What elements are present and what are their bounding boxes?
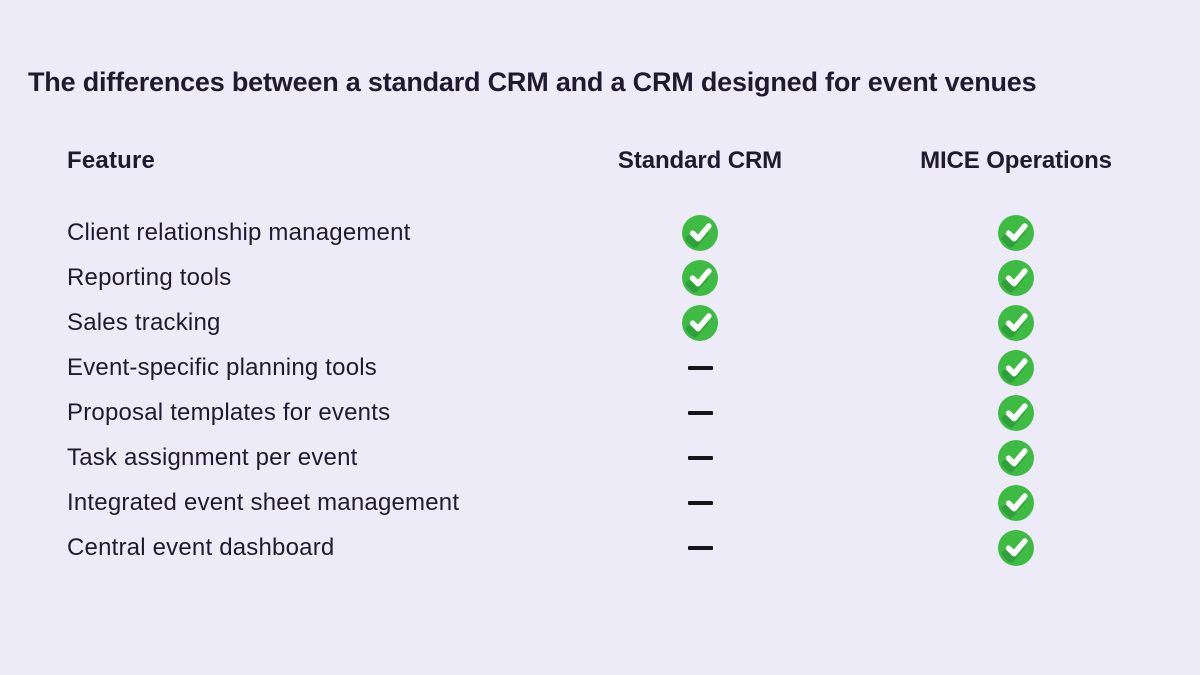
table-row: Event-specific planning tools: [67, 345, 1116, 390]
standard-crm-cell: [600, 500, 800, 505]
mice-operations-cell: [916, 304, 1116, 341]
feature-label: Event-specific planning tools: [67, 353, 377, 381]
feature-label: Client relationship management: [67, 218, 411, 246]
feature-label: Proposal templates for events: [67, 398, 391, 426]
check-circle-icon: [682, 304, 718, 341]
mice-operations-cell: [916, 259, 1116, 296]
dash-icon: [687, 545, 713, 550]
check-circle-icon: [998, 439, 1034, 476]
check-circle-icon: [998, 529, 1034, 566]
feature-label: Integrated event sheet management: [67, 488, 460, 516]
mice-operations-cell: [916, 349, 1116, 386]
mice-operations-cell: [916, 484, 1116, 521]
dash-icon: [687, 455, 713, 460]
table-row: Integrated event sheet management: [67, 480, 1116, 525]
dash-icon: [687, 500, 713, 505]
standard-crm-cell: [600, 455, 800, 460]
dash-icon: [687, 410, 713, 415]
feature-label: Central event dashboard: [67, 533, 335, 561]
table-body: Client relationship management: [67, 210, 1116, 570]
table-row: Proposal templates for events: [67, 390, 1116, 435]
table-row: Task assignment per event: [67, 435, 1116, 480]
table-row: Central event dashboard: [67, 525, 1116, 570]
standard-crm-cell: [600, 365, 800, 370]
table-row: Sales tracking: [67, 300, 1116, 345]
mice-operations-cell: [916, 394, 1116, 431]
check-circle-icon: [998, 214, 1034, 251]
mice-operations-cell: [916, 439, 1116, 476]
column-header-standard-crm: Standard CRM: [617, 147, 783, 174]
dash-icon: [687, 365, 713, 370]
check-circle-icon: [998, 349, 1034, 386]
feature-label: Task assignment per event: [67, 443, 358, 471]
standard-crm-cell: [600, 304, 800, 341]
mice-operations-cell: [916, 529, 1116, 566]
page-title: The differences between a standard CRM a…: [28, 67, 1037, 97]
check-circle-icon: [998, 394, 1034, 431]
standard-crm-cell: [600, 545, 800, 550]
feature-label: Sales tracking: [67, 308, 221, 336]
mice-operations-cell: [916, 214, 1116, 251]
check-circle-icon: [682, 259, 718, 296]
check-circle-icon: [998, 259, 1034, 296]
column-header-mice-operations: MICE Operations: [920, 147, 1112, 174]
column-header-feature: Feature: [67, 147, 156, 174]
standard-crm-cell: [600, 410, 800, 415]
check-circle-icon: [998, 484, 1034, 521]
table-row: Reporting tools: [67, 255, 1116, 300]
standard-crm-cell: [600, 214, 800, 251]
feature-label: Reporting tools: [67, 263, 232, 291]
check-circle-icon: [682, 214, 718, 251]
standard-crm-cell: [600, 259, 800, 296]
check-circle-icon: [998, 304, 1034, 341]
table-row: Client relationship management: [67, 210, 1116, 255]
table-header: Feature Standard CRM MICE Operations: [67, 146, 1116, 176]
